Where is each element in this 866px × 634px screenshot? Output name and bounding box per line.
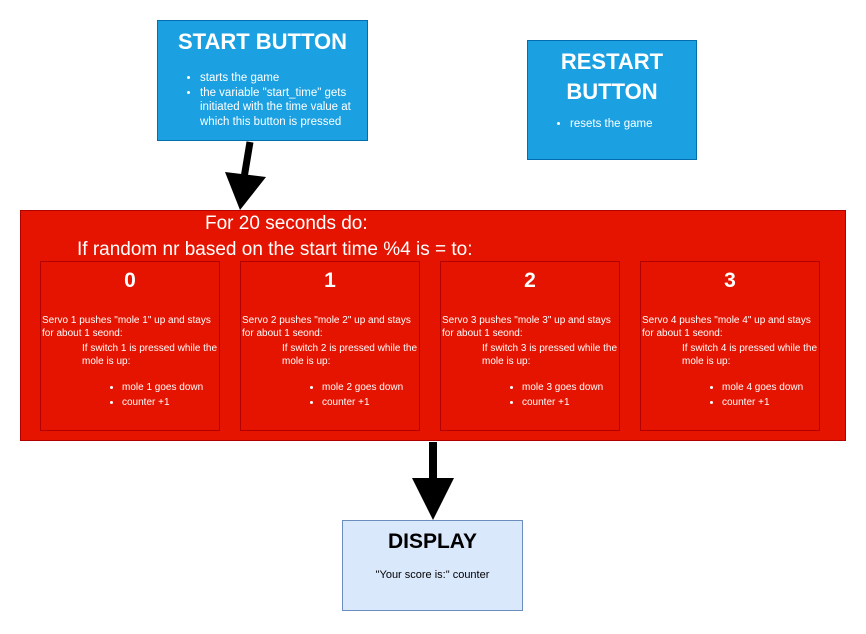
display-title: DISPLAY xyxy=(387,530,478,553)
result-item: counter +1 xyxy=(122,395,219,410)
case-condition: If switch 3 is pressed while the mole is… xyxy=(482,343,618,367)
loop-duration-text: For 20 seconds do: xyxy=(205,213,368,234)
case-results: mole 2 goes down counter +1 xyxy=(241,380,419,410)
result-item: counter +1 xyxy=(322,395,419,410)
mole-case-0: 0 Servo 1 pushes "mole 1" up and stays f… xyxy=(40,261,220,431)
result-item: mole 4 goes down xyxy=(722,380,819,395)
bullet-item: the variable "start_time" gets initiated… xyxy=(200,86,355,130)
display-text: "Your score is:" counter xyxy=(375,569,490,581)
case-action: Servo 3 pushes "mole 3" up and stays for… xyxy=(442,315,611,339)
restart-button-bullets: resets the game xyxy=(528,117,696,132)
start-button-bullets: starts the game the variable "start_time… xyxy=(158,71,367,129)
case-results: mole 4 goes down counter +1 xyxy=(641,380,819,410)
game-loop-box: For 20 seconds do: If random nr based on… xyxy=(20,210,846,441)
case-action: Servo 4 pushes "mole 4" up and stays for… xyxy=(642,315,811,339)
result-item: counter +1 xyxy=(722,395,819,410)
arrow-loop-to-display xyxy=(412,442,454,520)
bullet-item: resets the game xyxy=(570,117,696,132)
case-condition: If switch 1 is pressed while the mole is… xyxy=(82,343,218,367)
case-action: Servo 2 pushes "mole 2" up and stays for… xyxy=(242,315,411,339)
case-results: mole 1 goes down counter +1 xyxy=(41,380,219,410)
case-results: mole 3 goes down counter +1 xyxy=(441,380,619,410)
result-item: mole 2 goes down xyxy=(322,380,419,395)
restart-title-line1: RESTART xyxy=(560,49,664,74)
display-box: DISPLAY "Your score is:" counter xyxy=(342,520,523,611)
case-number: 0 xyxy=(124,269,136,292)
arrow-start-to-loop xyxy=(225,141,266,210)
result-item: counter +1 xyxy=(522,395,619,410)
case-condition: If switch 4 is pressed while the mole is… xyxy=(682,343,818,367)
case-number: 3 xyxy=(724,269,736,292)
restart-title-line2: BUTTON xyxy=(566,79,658,104)
restart-button-title: RESTART BUTTON xyxy=(528,47,696,107)
result-item: mole 3 goes down xyxy=(522,380,619,395)
mole-case-3: 3 Servo 4 pushes "mole 4" up and stays f… xyxy=(640,261,820,431)
mole-case-1: 1 Servo 2 pushes "mole 2" up and stays f… xyxy=(240,261,420,431)
start-button-box: START BUTTON starts the game the variabl… xyxy=(157,20,368,141)
case-number: 1 xyxy=(324,269,336,292)
loop-condition-text: If random nr based on the start time %4 … xyxy=(77,239,473,260)
restart-button-box: RESTART BUTTON resets the game xyxy=(527,40,697,160)
case-number: 2 xyxy=(524,269,536,292)
mole-case-2: 2 Servo 3 pushes "mole 3" up and stays f… xyxy=(440,261,620,431)
case-condition: If switch 2 is pressed while the mole is… xyxy=(282,343,418,367)
bullet-item: starts the game xyxy=(200,71,355,86)
start-button-title: START BUTTON xyxy=(177,29,348,54)
result-item: mole 1 goes down xyxy=(122,380,219,395)
case-action: Servo 1 pushes "mole 1" up and stays for… xyxy=(42,315,211,339)
